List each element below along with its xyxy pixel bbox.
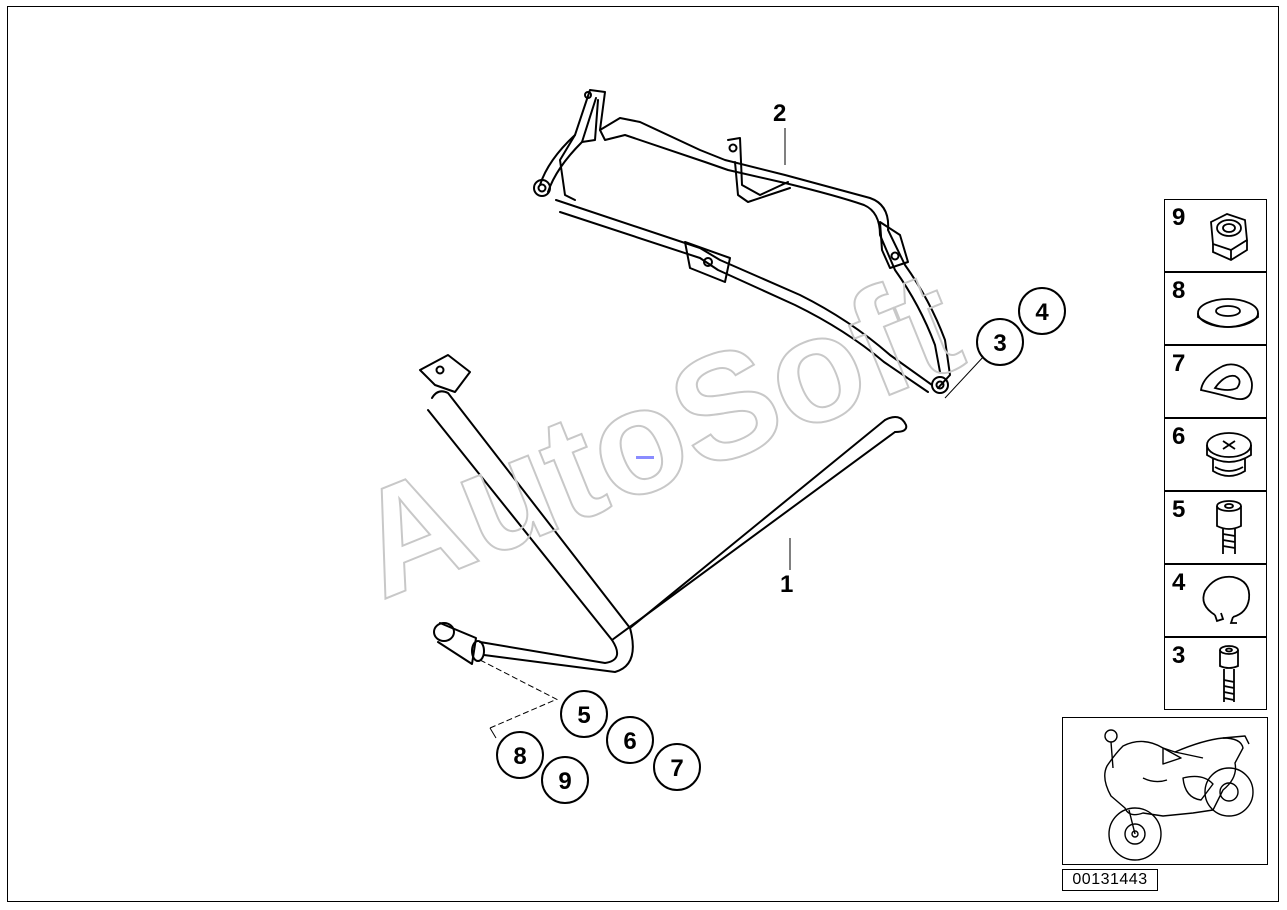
legend-number-8: 8	[1172, 277, 1186, 304]
legend-number-6: 6	[1172, 423, 1186, 450]
callout-number-6: 6	[623, 728, 636, 755]
callout-circle-7	[653, 743, 701, 791]
reference-number: 00131443	[1062, 869, 1158, 891]
part-label-1: 1	[780, 571, 793, 598]
washer-icon	[1197, 298, 1259, 328]
legend-cell-3: 3	[1164, 637, 1267, 710]
motorcycle-thumbnail	[1062, 717, 1268, 865]
callout-number-4: 4	[1035, 299, 1049, 326]
callout-circle-6	[606, 716, 654, 764]
legend-number-3: 3	[1172, 642, 1186, 669]
hex-nut-icon	[1210, 213, 1248, 262]
blue-mark	[636, 456, 654, 459]
legend-cell-7: 7	[1164, 345, 1267, 418]
legend-cell-6: 6	[1164, 418, 1267, 491]
lower-frame-bar	[419, 354, 908, 673]
callout-number-9: 9	[558, 768, 571, 795]
legend-number-4: 4	[1172, 569, 1186, 596]
callout-circle-9	[541, 756, 589, 804]
callout-number-7: 7	[670, 755, 683, 782]
motorcycle-icon	[1104, 729, 1254, 861]
clip-icon	[1199, 363, 1253, 401]
socket-bolt-icon	[1216, 500, 1242, 554]
diagram-frame	[7, 6, 1279, 902]
part-label-2: 2	[773, 100, 786, 127]
callout-number-8: 8	[513, 743, 526, 770]
legend-number-9: 9	[1172, 204, 1186, 231]
legend-cell-8: 8	[1164, 272, 1267, 345]
callout-circle-8	[496, 731, 544, 779]
leader-lines	[479, 128, 986, 739]
legend-number-7: 7	[1172, 350, 1186, 377]
callout-number-3: 3	[993, 330, 1006, 357]
legend-cell-9: 9	[1164, 199, 1267, 272]
upper-frame-bracket	[533, 89, 951, 394]
callout-number-5: 5	[577, 702, 590, 729]
cap-screw-icon	[1219, 645, 1239, 702]
legend-cell-4: 4	[1164, 564, 1267, 637]
callout-circle-4	[1018, 287, 1066, 335]
legend-number-5: 5	[1172, 496, 1186, 523]
callout-circle-3	[976, 318, 1024, 366]
legend-cell-5: 5	[1164, 491, 1267, 564]
callout-circle-5	[560, 690, 608, 738]
grommet-icon	[1206, 432, 1252, 477]
circlip-icon	[1202, 575, 1251, 624]
